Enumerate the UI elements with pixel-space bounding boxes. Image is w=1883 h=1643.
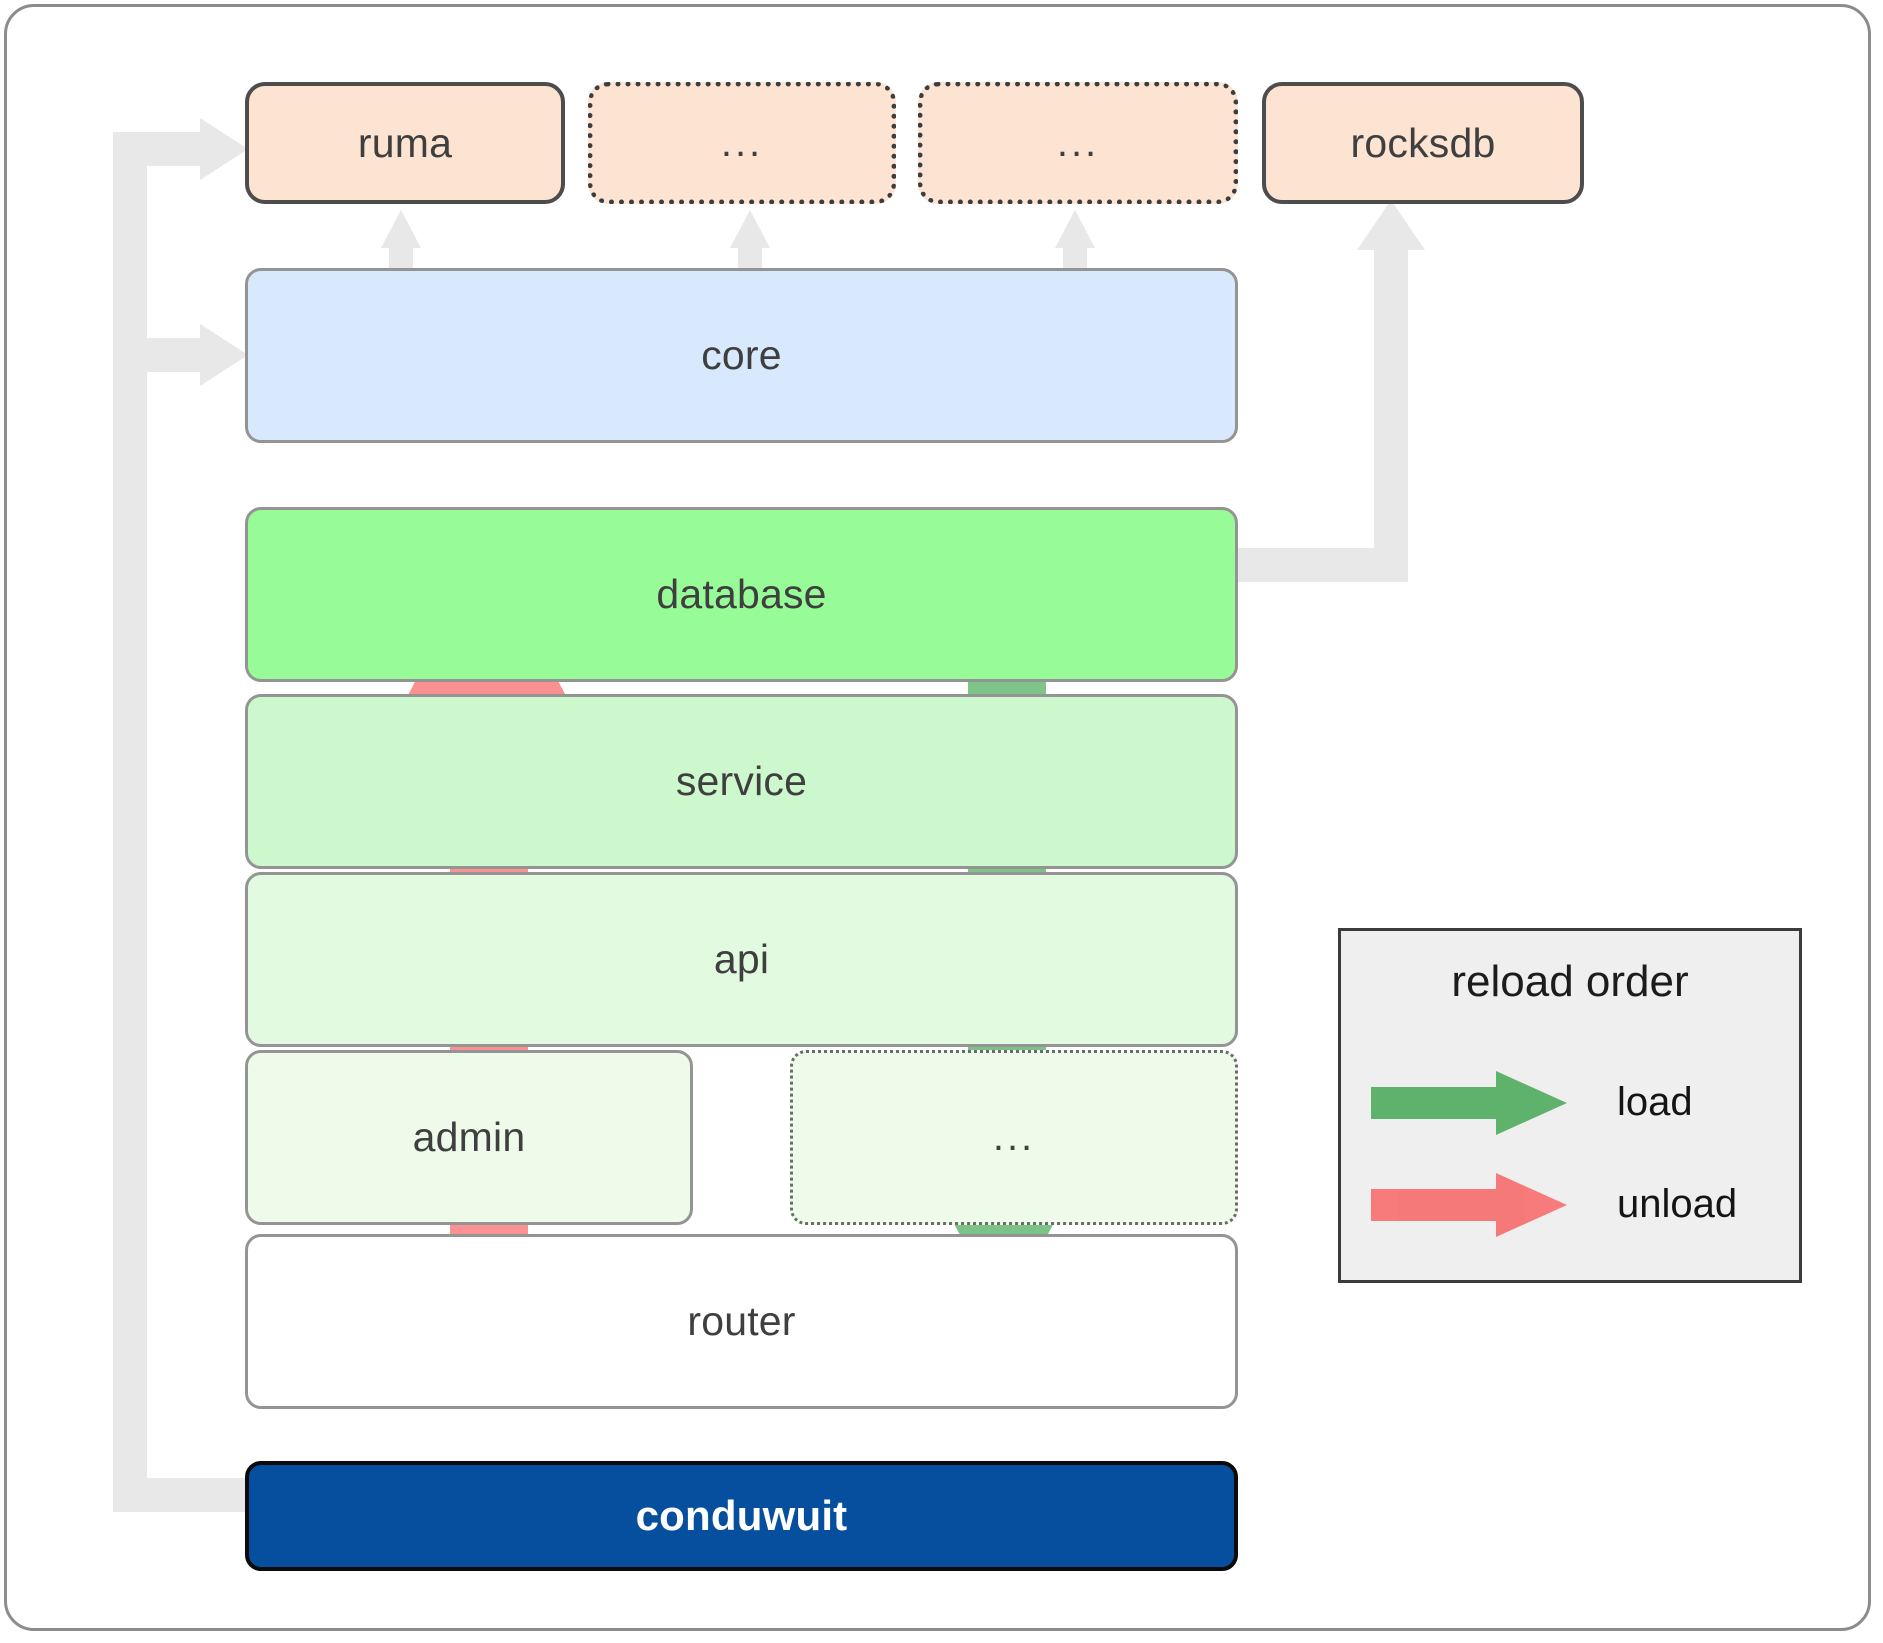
legend-load-arrow-icon xyxy=(1371,1071,1567,1135)
legend-unload-arrow-icon xyxy=(1371,1173,1567,1237)
legend-panel: reload order load unload xyxy=(1338,928,1802,1283)
layer-box-placeholder[interactable]: ... xyxy=(790,1050,1238,1225)
dep-label-placeholder-2: ... xyxy=(1056,120,1100,165)
binary-label-conduwuit: conduwuit xyxy=(635,1492,848,1539)
dep-box-placeholder-2[interactable]: ... xyxy=(918,82,1238,204)
layer-label-service: service xyxy=(675,758,808,804)
legend-row-load: load xyxy=(1371,1059,1775,1145)
layer-box-service[interactable]: service xyxy=(245,694,1238,869)
layer-label-api: api xyxy=(713,936,770,982)
dep-box-ruma[interactable]: ruma xyxy=(245,82,565,204)
binary-box-conduwuit[interactable]: conduwuit xyxy=(245,1461,1238,1571)
layer-box-router[interactable]: router xyxy=(245,1234,1238,1409)
dep-box-rocksdb[interactable]: rocksdb xyxy=(1262,82,1584,204)
layer-label-admin: admin xyxy=(412,1114,526,1160)
layer-label-database: database xyxy=(656,571,827,617)
layer-box-database[interactable]: database xyxy=(245,507,1238,682)
layer-box-api[interactable]: api xyxy=(245,872,1238,1047)
legend-label-unload: unload xyxy=(1617,1181,1738,1226)
legend-title: reload order xyxy=(1451,957,1689,1006)
dep-box-placeholder-1[interactable]: ... xyxy=(588,82,896,204)
dep-label-placeholder-1: ... xyxy=(720,120,764,165)
dep-label-ruma: ruma xyxy=(357,119,453,166)
layer-label-router: router xyxy=(687,1298,796,1344)
legend-label-load: load xyxy=(1617,1079,1693,1124)
layer-label-core: core xyxy=(701,332,782,378)
layer-box-core[interactable]: core xyxy=(245,268,1238,443)
legend-row-unload: unload xyxy=(1371,1161,1775,1247)
dep-label-rocksdb: rocksdb xyxy=(1350,119,1496,166)
layer-box-admin[interactable]: admin xyxy=(245,1050,693,1225)
layer-label-placeholder: ... xyxy=(992,1115,1036,1159)
